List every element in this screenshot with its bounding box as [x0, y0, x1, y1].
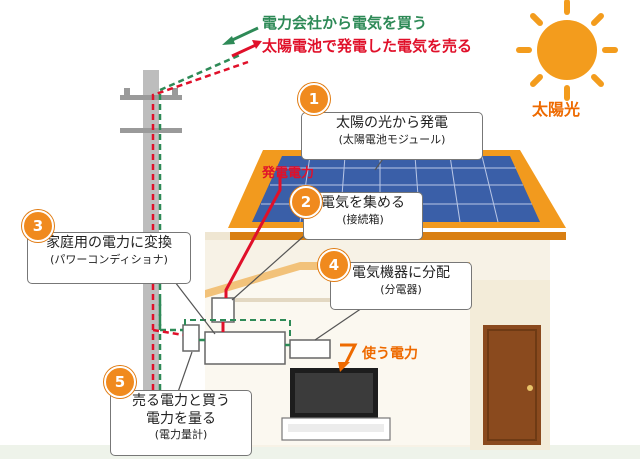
callout-pointers — [174, 155, 386, 393]
callout-title: 電気機器に分配 — [352, 265, 450, 281]
sun-icon — [516, 0, 618, 101]
sell-arrow-icon — [231, 40, 262, 58]
step-badge-1: 1 — [298, 83, 330, 115]
buy-line-house — [158, 300, 183, 332]
step-badge-2: 2 — [290, 186, 322, 218]
callout-power-conditioner: 家庭用の電力に変換 (パワーコンディショナ) — [27, 232, 191, 284]
generated-power-label: 発電電力 — [262, 166, 315, 181]
callout-subtitle: (接続箱) — [342, 212, 384, 226]
tv-icon — [281, 368, 391, 441]
callout-subtitle: (分電器) — [380, 282, 422, 296]
callout-distribution-board: 電気機器に分配 (分電器) — [330, 262, 472, 310]
callout-title: 家庭用の電力に変換 — [46, 235, 172, 251]
legend-sell: 太陽電池で発電した電気を売る — [262, 37, 473, 55]
junction-box — [211, 297, 235, 323]
legend-buy: 電力会社から電気を買う — [262, 14, 428, 32]
buy-line-board — [184, 319, 291, 340]
callout-subtitle: (電力量計) — [154, 428, 208, 441]
step-badge-4: 4 — [318, 249, 350, 281]
callout-title: 電気を集める — [321, 195, 405, 211]
sell-line — [151, 60, 249, 420]
callout-junction-box: 電気を集める (接続箱) — [303, 192, 423, 240]
step-badge-3: 3 — [22, 210, 54, 242]
callout-title: 太陽の光から発電 — [336, 115, 448, 131]
callout-title-line1: 売る電力と買う — [132, 393, 230, 409]
power-conditioner — [204, 331, 286, 365]
used-power-label: 使う電力 — [362, 346, 418, 362]
callout-electricity-meter: 売る電力と買う 電力を量る (電力量計) — [110, 390, 252, 456]
callout-subtitle: (太陽電池モジュール) — [338, 132, 446, 146]
electricity-meter — [182, 324, 200, 352]
callout-solar-module: 太陽の光から発電 (太陽電池モジュール) — [301, 112, 483, 160]
buy-line-inner — [199, 338, 290, 347]
callout-subtitle: (パワーコンディショナ) — [50, 252, 168, 266]
distribution-board — [289, 339, 331, 359]
step-badge-5: 5 — [104, 366, 136, 398]
callout-title-line2: 電力を量る — [146, 410, 216, 427]
sun-label: 太陽光 — [532, 100, 581, 119]
sell-line-house — [152, 328, 184, 337]
door — [483, 325, 541, 445]
generation-line — [221, 175, 282, 332]
use-arrow-icon — [340, 343, 358, 366]
buy-arrow-icon — [222, 26, 259, 45]
